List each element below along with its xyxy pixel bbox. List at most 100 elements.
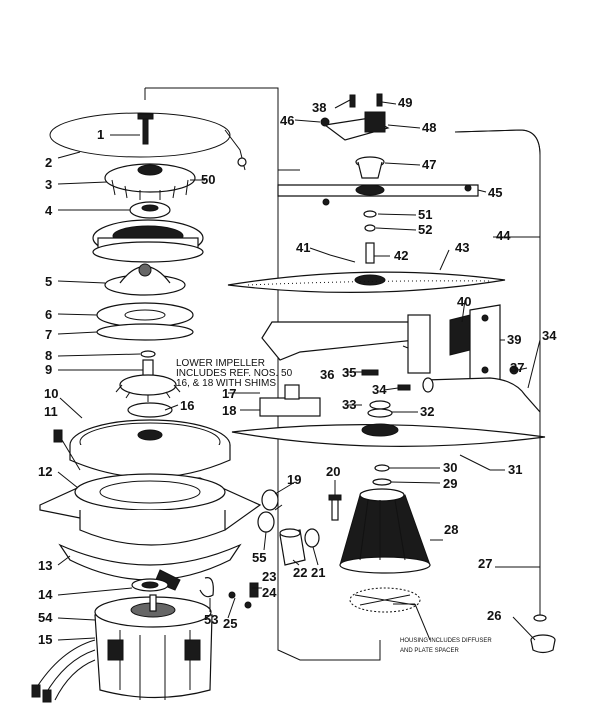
label-30: 30 [443,460,457,475]
label-42: 42 [394,248,408,263]
hose-part-22 [279,528,306,566]
label-31: 31 [508,462,522,477]
riser-pipe-part-44-27 [454,129,547,622]
label-32: 32 [420,404,434,419]
label-40: 40 [457,294,471,309]
label-52: 52 [418,222,432,237]
gear-part-4 [129,201,171,219]
label-29: 29 [443,476,457,491]
label-38: 38 [312,100,326,115]
sump-plate-part-13 [58,543,242,591]
label-6: 6 [45,307,52,322]
impeller-note-line-1: LOWER IMPELLER [176,358,265,369]
label-51: 51 [418,207,432,222]
washers-part-32-33 [367,400,393,418]
cap-part-47 [355,156,385,179]
label-34a: 34 [372,382,387,397]
label-9: 9 [45,362,52,377]
bolt-part-20 [328,494,342,521]
impeller-note: LOWER IMPELLER INCLUDES REF. NOS. 50 16,… [176,358,293,389]
label-34b: 34 [542,328,557,343]
bracket-part-39-40 [449,304,501,386]
housing-note-line-2: AND PLATE SPACER [400,648,459,654]
label-19: 19 [287,472,301,487]
impeller-note-line-2: INCLUDES REF. NOS. 50 [176,368,293,379]
label-14: 14 [38,587,53,602]
bracket-part-17-18 [259,384,321,417]
label-18: 18 [222,403,236,418]
label-35: 35 [342,365,356,380]
label-53: 53 [204,612,218,627]
label-23: 23 [262,569,276,584]
label-10: 10 [44,386,58,401]
label-28: 28 [444,522,458,537]
label-3: 3 [45,177,52,192]
label-25: 25 [223,616,237,631]
label-20: 20 [326,464,340,479]
impeller-note-line-3: 16, & 18 WITH SHIMS [176,378,276,389]
label-26: 26 [487,608,501,623]
upper-spray-bar-part-45 [277,184,479,206]
motor-part-15 [94,594,213,700]
fitting-part-11 [53,429,81,471]
label-39: 39 [507,332,521,347]
upper-valve-assembly-part-48 [320,93,390,141]
label-45: 45 [488,185,502,200]
label-44: 44 [496,228,511,243]
impeller-disc-part-16 [127,402,173,418]
plate-part-6 [96,302,194,328]
hose-clamps-part-19-55 [257,489,279,533]
cover-part-3 [104,163,196,200]
stem-part-42 [329,242,375,264]
label-1: 1 [97,127,104,142]
label-50: 50 [201,172,215,187]
screw-part-1 [137,113,154,145]
label-11: 11 [44,404,58,419]
pump-housing-part-28 [339,488,431,574]
label-41: 41 [296,240,310,255]
small-fasteners [199,577,259,609]
label-22: 22 [293,565,307,580]
label-24: 24 [262,585,277,600]
lower-spray-arm-part-31 [231,423,546,447]
label-4: 4 [45,203,53,218]
washer-part-8 [140,350,156,358]
tube-part-34 [422,377,541,413]
label-33: 33 [342,397,356,412]
label-2: 2 [45,155,52,170]
manifold-part-36 [261,314,431,374]
clamp-part-21 [304,528,320,548]
fasteners-part-34-35-37 [361,365,519,391]
ring-part-7 [96,323,194,341]
label-55: 55 [252,550,266,565]
middle-spray-arm-part-43 [227,271,506,293]
spray-ring-wire-part-2 [49,112,247,171]
diffuser-plate [349,587,421,613]
foot-cap-part-26 [530,634,556,654]
support-ring [92,219,204,263]
motor-wires [31,639,96,703]
label-17: 17 [222,386,236,401]
nut-part-51-52 [363,210,377,232]
part-number-labels: 1 2 3 50 4 5 6 7 8 9 10 11 16 12 13 14 5… [38,95,557,647]
label-48: 48 [422,120,436,135]
label-8: 8 [45,348,52,363]
bell-housing-part-5 [104,263,186,296]
label-13: 13 [38,558,52,573]
label-54: 54 [38,610,53,625]
housing-note-line-1: HOUSING INCLUDES DIFFUSER [400,638,492,644]
housing-note: HOUSING INCLUDES DIFFUSER AND PLATE SPAC… [400,638,492,654]
leader-lines [57,99,541,641]
label-7: 7 [45,327,52,342]
label-15: 15 [38,632,52,647]
label-27: 27 [478,556,492,571]
assembly-guide-lines [144,87,381,661]
label-37: 37 [510,360,524,375]
label-21: 21 [311,565,325,580]
label-43: 43 [455,240,469,255]
lower-impeller-part-9 [115,359,181,402]
label-49: 49 [398,95,412,110]
label-46: 46 [280,113,294,128]
label-5: 5 [45,274,52,289]
